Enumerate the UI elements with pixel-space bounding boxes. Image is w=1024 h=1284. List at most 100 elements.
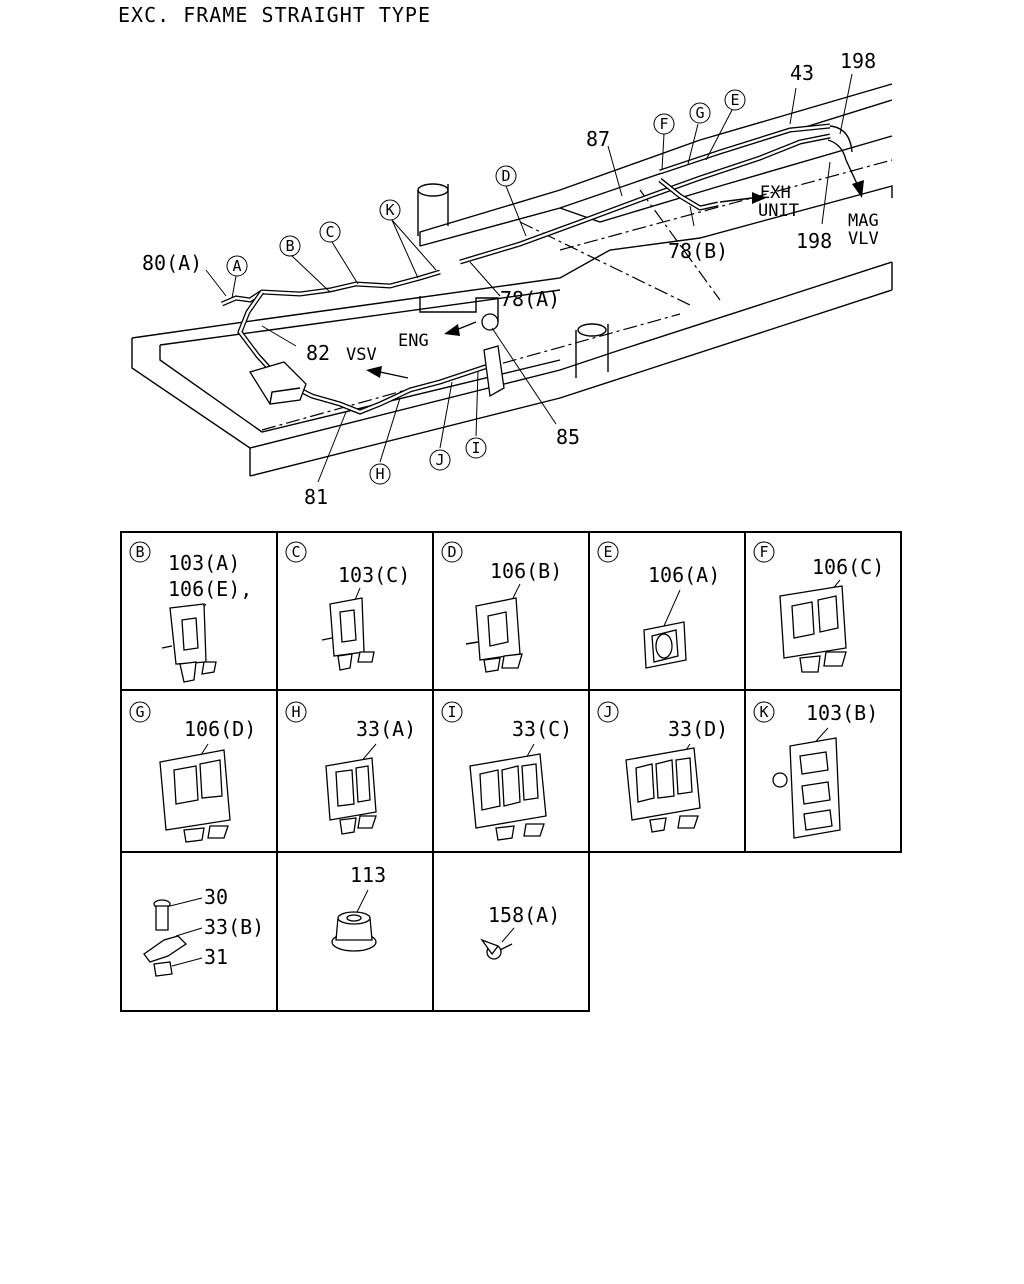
- detail-cell-e: E 106(A): [597, 541, 720, 669]
- detail-cell-d: D 106(B): [441, 541, 562, 673]
- bubble-c: C: [319, 221, 341, 243]
- svg-text:H: H: [291, 703, 300, 721]
- part-label-106b: 106(B): [490, 559, 562, 583]
- part-label-106e: 106(E),: [168, 577, 252, 601]
- bolt-icon: [153, 899, 171, 931]
- svg-text:B: B: [135, 543, 144, 561]
- triple-clip-icon: [625, 747, 701, 833]
- svg-text:C: C: [291, 543, 300, 561]
- svg-text:K: K: [759, 703, 768, 721]
- bubble-b: B: [279, 235, 301, 257]
- bubble-i: I: [465, 437, 487, 459]
- label-87: 87: [586, 127, 610, 151]
- svg-text:D: D: [501, 167, 510, 185]
- detail-grid: [120, 531, 902, 1012]
- detail-cell-h: H 33(A): [285, 701, 416, 835]
- svg-text:F: F: [759, 543, 768, 561]
- svg-text:E: E: [603, 543, 612, 561]
- bracket-clip-icon: [772, 737, 841, 839]
- part-label-33c: 33(C): [512, 717, 572, 741]
- clamp-icon: [143, 935, 188, 963]
- diagram-title: EXC. FRAME STRAIGHT TYPE: [118, 3, 431, 27]
- label-mag: MAG: [848, 211, 879, 231]
- chassis-frame: [131, 83, 893, 477]
- leader-lines: [205, 73, 853, 483]
- label-43: 43: [790, 61, 814, 85]
- part-label-106c: 106(C): [812, 555, 884, 579]
- svg-text:G: G: [695, 104, 704, 122]
- detail-cell-j: J 33(D): [597, 701, 728, 833]
- clip-icon: [321, 597, 375, 671]
- svg-text:K: K: [385, 201, 394, 219]
- label-vsv: VSV: [346, 345, 377, 365]
- part-label-31: 31: [204, 945, 228, 969]
- bubble-j: J: [429, 449, 451, 471]
- bubble-k: K: [379, 199, 401, 221]
- wing-clip-icon: [480, 938, 513, 960]
- label-81: 81: [304, 485, 328, 509]
- part-label-30: 30: [204, 885, 228, 909]
- label-198-bottom: 198: [796, 229, 832, 253]
- part-label-103a: 103(A): [168, 551, 240, 575]
- label-78b: 78(B): [668, 239, 728, 263]
- detail-cell-g: G 106(D): [129, 701, 256, 843]
- svg-text:E: E: [730, 91, 739, 109]
- label-eng: ENG: [398, 331, 429, 351]
- bubble-f: F: [653, 113, 675, 135]
- triple-clip-icon: [469, 753, 547, 841]
- detail-cell-b: B 103(A) 106(E),: [129, 541, 252, 683]
- svg-text:J: J: [603, 703, 612, 721]
- bubble-g: G: [689, 102, 711, 124]
- detail-cell-158a: 158(A): [480, 903, 560, 960]
- part-label-103c: 103(C): [338, 563, 410, 587]
- label-vlv: VLV: [848, 229, 879, 249]
- part-label-113: 113: [350, 863, 386, 887]
- detail-cell-c: C 103(C): [285, 541, 410, 671]
- svg-text:D: D: [447, 543, 456, 561]
- double-clip-icon: [779, 585, 847, 673]
- svg-text:I: I: [447, 703, 456, 721]
- callout-labels: 43 198 87 EXH UNIT MAG VLV 198 78(B) 80(…: [142, 49, 879, 509]
- bubble-h: H: [369, 463, 391, 485]
- svg-text:I: I: [471, 439, 480, 457]
- svg-text:C: C: [325, 223, 334, 241]
- svg-text:F: F: [659, 115, 668, 133]
- label-exh: EXH: [760, 183, 791, 203]
- detail-cell-113: 113: [331, 863, 386, 952]
- bubble-e: E: [724, 89, 746, 111]
- detail-cell-fasteners: 30 33(B) 31: [143, 885, 264, 977]
- svg-text:G: G: [135, 703, 144, 721]
- bubble-a: A: [226, 255, 248, 277]
- part-label-33b: 33(B): [204, 915, 264, 939]
- detail-cell-k: K 103(B): [753, 701, 878, 839]
- double-clip-icon: [159, 749, 231, 843]
- label-78a: 78(A): [500, 287, 560, 311]
- clip-icon: [161, 603, 217, 683]
- detail-cell-f: F 106(C): [753, 541, 884, 673]
- part-label-158a: 158(A): [488, 903, 560, 927]
- label-unit: UNIT: [758, 201, 799, 221]
- part-label-103b: 103(B): [806, 701, 878, 725]
- part-label-33a: 33(A): [356, 717, 416, 741]
- clip-icon: [465, 597, 523, 673]
- grommet-icon: [643, 621, 687, 669]
- nut-icon: [153, 961, 173, 977]
- part-label-33d: 33(D): [668, 717, 728, 741]
- bubble-d: D: [495, 165, 517, 187]
- part-label-106a: 106(A): [648, 563, 720, 587]
- letter-bubbles: A B C K D F G E H J I: [226, 89, 746, 485]
- svg-text:J: J: [435, 451, 444, 469]
- svg-text:H: H: [375, 465, 384, 483]
- detail-cell-i: I 33(C): [441, 701, 572, 841]
- part-label-106d: 106(D): [184, 717, 256, 741]
- flow-arrows: [366, 159, 864, 379]
- flange-nut-icon: [331, 911, 377, 952]
- vacuum-piping: [221, 123, 853, 415]
- clip-icon: [325, 757, 377, 835]
- label-82: 82: [306, 341, 330, 365]
- svg-text:B: B: [285, 237, 294, 255]
- label-85: 85: [556, 425, 580, 449]
- label-198-top: 198: [840, 49, 876, 73]
- svg-text:A: A: [232, 257, 241, 275]
